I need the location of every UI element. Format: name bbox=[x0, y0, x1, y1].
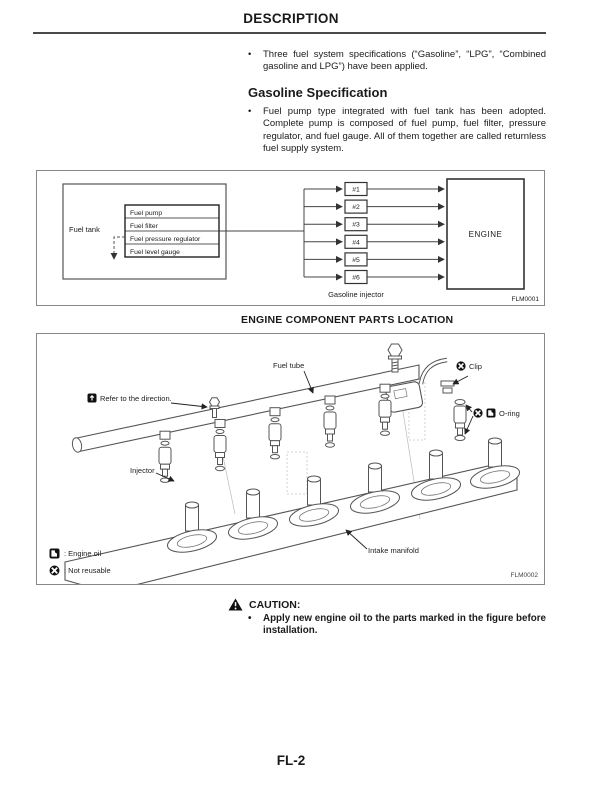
injector-1-label: #1 bbox=[352, 187, 360, 194]
caution-bullet: Apply new engine oil to the parts marked… bbox=[248, 613, 546, 637]
fuel-tank-label: Fuel tank bbox=[69, 225, 100, 234]
engine-oil-icon bbox=[49, 548, 60, 559]
intro-text: Three fuel system specifications (“Gasol… bbox=[263, 49, 546, 73]
not-reusable-icon bbox=[473, 408, 483, 418]
clip-art bbox=[440, 380, 455, 394]
direction-bolt-art bbox=[208, 397, 221, 418]
parts-location-art bbox=[64, 343, 521, 584]
caution-header: CAUTION: bbox=[228, 598, 300, 611]
caution-title: CAUTION: bbox=[249, 598, 301, 611]
fuel-rail-art bbox=[71, 357, 448, 453]
fuel-system-diagram-art: Fuel tank Fuel pump Fuel filter Fuel pre… bbox=[62, 178, 540, 303]
pump-row-level-gauge: Fuel level gauge bbox=[130, 249, 180, 256]
injector-2-label: #2 bbox=[352, 204, 360, 211]
bullet-marker bbox=[248, 49, 263, 74]
figure1-code: FLM0001 bbox=[512, 296, 540, 303]
dashed-return-arrow bbox=[110, 236, 125, 260]
legend-engine-oil: : Engine oil bbox=[49, 548, 111, 559]
page-number: FL-2 bbox=[276, 753, 306, 768]
caution-text: Apply new engine oil to the parts marked… bbox=[263, 613, 546, 636]
injector-3-label: #3 bbox=[352, 222, 360, 229]
front-direction-icon bbox=[87, 393, 97, 403]
not-reusable-icon bbox=[49, 565, 60, 576]
figure-fuel-system-diagram: Fuel tank Fuel pump Fuel filter Fuel pre… bbox=[36, 170, 545, 306]
gasoline-injector-label: Gasoline injector bbox=[328, 290, 384, 299]
engine-box bbox=[446, 178, 525, 290]
gasoline-spec-heading: Gasoline Specification bbox=[248, 85, 388, 100]
exploded-injector-art bbox=[453, 399, 467, 441]
label-intake-manifold: Intake manifold bbox=[368, 546, 419, 555]
not-reusable-icon bbox=[456, 361, 466, 371]
gasoline-spec-bullet: Fuel pump type integrated with fuel tank… bbox=[248, 106, 546, 156]
injector-4-label: #4 bbox=[352, 239, 360, 246]
engine-oil-icon bbox=[486, 408, 496, 418]
label-refer-direction: Refer to the direction. bbox=[87, 393, 172, 403]
rail-bolt-art bbox=[387, 343, 403, 373]
figure-parts-location: Fuel tube Clip O-ring Refer to the direc… bbox=[36, 333, 545, 585]
intro-bullet: Three fuel system specifications (“Gasol… bbox=[248, 49, 546, 74]
injector-boxes: #1 #2 #3 #4 #5 #6 bbox=[344, 181, 368, 285]
injector-branches bbox=[304, 185, 445, 281]
figure2-code: FLM0002 bbox=[510, 572, 538, 579]
injectors-art bbox=[158, 383, 392, 483]
legend-not-reusable: : Not reusable bbox=[49, 565, 111, 576]
injector-5-label: #5 bbox=[352, 257, 360, 264]
gasoline-spec-text: Fuel pump type integrated with fuel tank… bbox=[263, 106, 546, 155]
pump-row-pressure-regulator: Fuel pressure regulator bbox=[130, 236, 201, 243]
label-fuel-tube: Fuel tube bbox=[273, 361, 305, 370]
pump-row-fuel-pump: Fuel pump bbox=[130, 210, 162, 217]
label-clip: Clip bbox=[456, 361, 482, 371]
bullet-marker bbox=[248, 106, 263, 156]
label-o-ring: O-ring bbox=[473, 408, 520, 418]
bullet-marker bbox=[248, 613, 263, 637]
page-title: DESCRIPTION bbox=[243, 11, 339, 26]
label-injector: Injector bbox=[130, 466, 155, 475]
injector-6-label: #6 bbox=[352, 275, 360, 282]
pump-row-fuel-filter: Fuel filter bbox=[130, 223, 159, 230]
warning-icon bbox=[228, 598, 243, 611]
intake-manifold-art bbox=[64, 437, 521, 584]
engine-label: ENGINE bbox=[469, 230, 503, 239]
parts-location-heading: ENGINE COMPONENT PARTS LOCATION bbox=[241, 314, 454, 326]
figure-legend: : Engine oil : Not reusable bbox=[49, 548, 111, 576]
leader-arrows bbox=[155, 370, 474, 550]
header-rule bbox=[33, 32, 546, 34]
